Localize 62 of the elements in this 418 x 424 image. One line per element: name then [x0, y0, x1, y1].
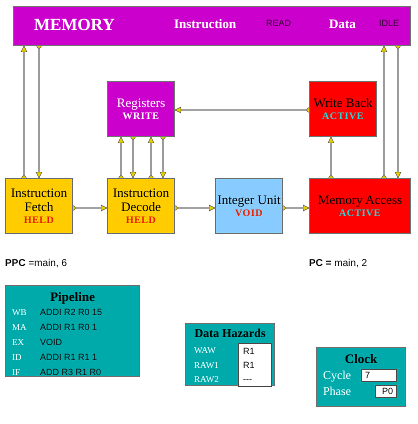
- panel-heading: Pipeline: [49, 289, 96, 305]
- stage-name: Integer Unit: [217, 192, 281, 208]
- connector-arrow: [380, 46, 388, 180]
- row-label: EX: [12, 336, 25, 348]
- status-text: IDLE: [379, 18, 400, 28]
- row-label: MA: [12, 321, 28, 333]
- connector-arrow: [130, 134, 136, 178]
- row-label: WB: [12, 306, 28, 318]
- panel-heading: Data Hazards: [194, 326, 266, 341]
- row-label: Cycle: [323, 369, 352, 382]
- instruction-text: VOID: [40, 336, 64, 348]
- instruction-text: ADDI R2 R0 15: [40, 306, 104, 318]
- value-field: P0: [375, 385, 397, 398]
- register-label: PC = main, 2: [309, 258, 368, 269]
- hazard-panel: [185, 323, 275, 386]
- field-title: Instruction: [174, 16, 236, 32]
- field-title: Data: [329, 16, 356, 32]
- stage-name: Instruction Fetch: [10, 186, 68, 214]
- row-label: IF: [12, 366, 22, 378]
- connector-arrow: [174, 106, 312, 114]
- stage-box: [5, 178, 73, 234]
- register-box: [107, 81, 175, 137]
- stage-name: Write Back: [313, 96, 373, 110]
- row-label: WAW: [194, 344, 217, 357]
- register-value: ---: [238, 372, 272, 387]
- memory-bar: [13, 6, 411, 46]
- instruction-text: ADDI R1 R0 1: [40, 321, 98, 333]
- status-text: ACTIVE: [322, 111, 364, 122]
- clock-panel: [316, 347, 406, 407]
- connector-arrow: [20, 46, 28, 180]
- pipeline-panel: [5, 285, 140, 377]
- connector-arrow: [328, 136, 334, 180]
- row-label: RAW1: [194, 359, 220, 372]
- connector-arrow: [160, 134, 166, 178]
- stage-name: Registers: [116, 96, 166, 110]
- connector-arrow: [36, 44, 42, 178]
- row-label: Phase: [323, 385, 352, 398]
- value-field: 7: [361, 369, 397, 382]
- stage-box: [215, 178, 283, 234]
- stage-box: [309, 178, 411, 234]
- connector-arrow: [148, 136, 154, 180]
- stage-name: Memory Access: [318, 192, 402, 208]
- stage-name: Instruction Decode: [112, 186, 170, 214]
- instruction-text: ADD R3 R1 R0: [40, 366, 102, 378]
- status-text: ACTIVE: [339, 208, 381, 220]
- instruction-text: ADDI R1 R1 1: [40, 351, 98, 363]
- row-label: RAW2: [194, 373, 220, 386]
- status-text: READ: [266, 18, 292, 28]
- panel-heading: Clock: [344, 351, 378, 367]
- register-label: PPC =main, 6: [5, 258, 67, 269]
- connector-arrow: [394, 44, 402, 178]
- stage-box: [107, 178, 175, 234]
- status-text: HELD: [126, 215, 156, 226]
- stage-box: [309, 81, 377, 137]
- heading: MEMORY: [34, 15, 115, 35]
- status-text: WRITE: [122, 111, 160, 122]
- row-label: ID: [12, 351, 22, 363]
- status-text: VOID: [235, 208, 263, 220]
- register-value: R1: [238, 358, 272, 372]
- connector-arrow: [118, 136, 124, 180]
- status-text: HELD: [24, 215, 54, 226]
- register-value: R1: [238, 343, 272, 358]
